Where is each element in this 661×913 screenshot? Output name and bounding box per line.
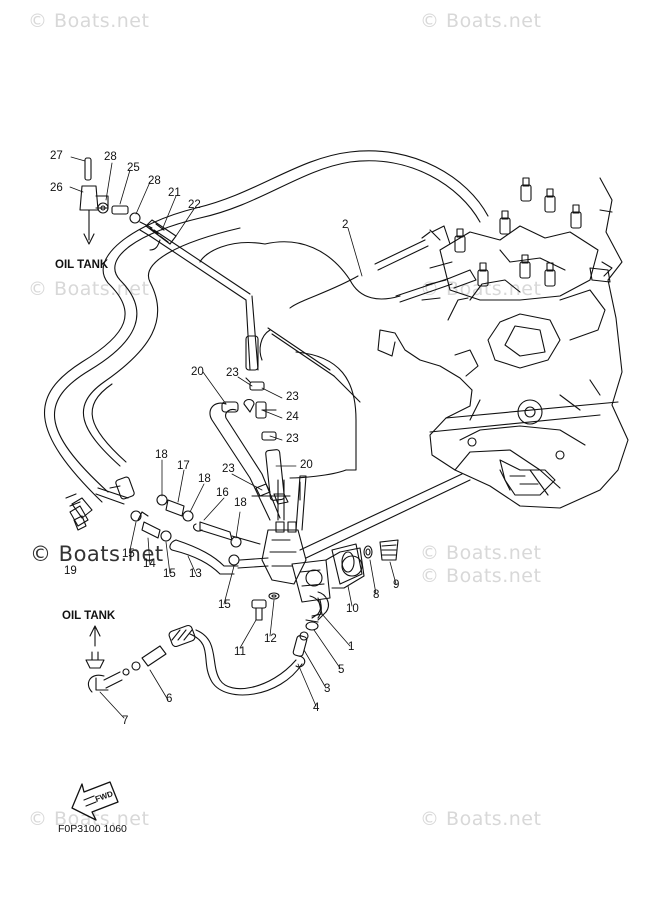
watermark: © Boats.net bbox=[420, 278, 542, 300]
watermark: © Boats.net bbox=[420, 808, 542, 830]
watermark: © Boats.net bbox=[28, 278, 150, 300]
callout-23: 23 bbox=[286, 391, 299, 403]
callout-10: 10 bbox=[346, 603, 359, 615]
small-fittings-left bbox=[65, 476, 242, 566]
callout-20: 20 bbox=[191, 366, 204, 378]
hose-16 bbox=[193, 521, 261, 545]
callout-20: 20 bbox=[300, 459, 313, 471]
bolt-11 bbox=[251, 599, 267, 621]
oil-pump-assembly bbox=[237, 449, 365, 619]
lower-oil-hose bbox=[87, 624, 303, 696]
callout-9: 9 bbox=[393, 579, 400, 591]
callout-4: 4 bbox=[313, 702, 320, 714]
watermark: © Boats.net bbox=[420, 565, 542, 587]
elbow-1 bbox=[309, 591, 329, 621]
callout-13: 13 bbox=[189, 568, 202, 580]
callout-26: 26 bbox=[50, 182, 63, 194]
callout-25: 25 bbox=[127, 162, 140, 174]
leader-lines bbox=[69, 156, 397, 719]
callout-15: 15 bbox=[122, 548, 135, 560]
callout-12: 12 bbox=[264, 633, 277, 645]
watermark: © Boats.net bbox=[28, 10, 150, 32]
hose-3-4 bbox=[292, 631, 309, 668]
callout-14: 14 bbox=[143, 558, 156, 570]
engine-block bbox=[377, 177, 629, 509]
clips-23-24 bbox=[243, 377, 291, 505]
callout-23: 23 bbox=[226, 367, 239, 379]
hose-20-upper bbox=[209, 401, 281, 521]
callout-27: 27 bbox=[50, 150, 63, 162]
callout-22: 22 bbox=[188, 199, 201, 211]
callout-16: 16 bbox=[216, 487, 229, 499]
callout-2: 2 bbox=[342, 219, 349, 231]
oil-tank-label-bottom: OIL TANK bbox=[62, 610, 116, 622]
callout-18: 18 bbox=[155, 449, 168, 461]
watermark: © Boats.net bbox=[420, 542, 542, 564]
fwd-arrow-icon bbox=[71, 781, 119, 821]
watermark: © Boats.net bbox=[420, 10, 542, 32]
oil-tank-bottom-fitting bbox=[85, 625, 105, 669]
callout-6: 6 bbox=[166, 693, 173, 705]
callout-5: 5 bbox=[338, 664, 345, 676]
callout-15: 15 bbox=[163, 568, 176, 580]
long-oil-hose bbox=[43, 150, 489, 503]
callout-23: 23 bbox=[222, 463, 235, 475]
clamp-5 bbox=[305, 619, 319, 631]
callout-8: 8 bbox=[373, 589, 380, 601]
callout-7: 7 bbox=[122, 715, 129, 727]
callout-19: 19 bbox=[64, 565, 77, 577]
callout-15: 15 bbox=[218, 599, 231, 611]
callout-24: 24 bbox=[286, 411, 299, 423]
watermark: © Boats.net bbox=[28, 808, 150, 830]
callout-28: 28 bbox=[104, 151, 117, 163]
callout-1: 1 bbox=[348, 641, 355, 653]
callout-11: 11 bbox=[234, 646, 246, 658]
throttle-cable bbox=[199, 229, 477, 479]
cable-22 bbox=[149, 229, 259, 371]
callout-23: 23 bbox=[286, 433, 299, 445]
o-ring-8 bbox=[363, 545, 373, 559]
callout-3: 3 bbox=[324, 683, 331, 695]
filter-9 bbox=[379, 539, 399, 561]
callout-17: 17 bbox=[177, 460, 190, 472]
watermark-dark: © Boats.net bbox=[30, 542, 164, 566]
callout-18: 18 bbox=[198, 473, 211, 485]
oil-tank-label-top: OIL TANK bbox=[55, 259, 109, 271]
callout-28: 28 bbox=[148, 175, 161, 187]
cover-plate-10 bbox=[331, 543, 363, 585]
callout-21: 21 bbox=[168, 187, 181, 199]
engine-connect-line bbox=[299, 473, 471, 559]
callout-18: 18 bbox=[234, 497, 247, 509]
drawing-code: F0P3100 1060 bbox=[58, 823, 127, 835]
hose-13 bbox=[169, 539, 239, 575]
washer-12 bbox=[268, 592, 280, 600]
head-studs bbox=[454, 177, 582, 287]
